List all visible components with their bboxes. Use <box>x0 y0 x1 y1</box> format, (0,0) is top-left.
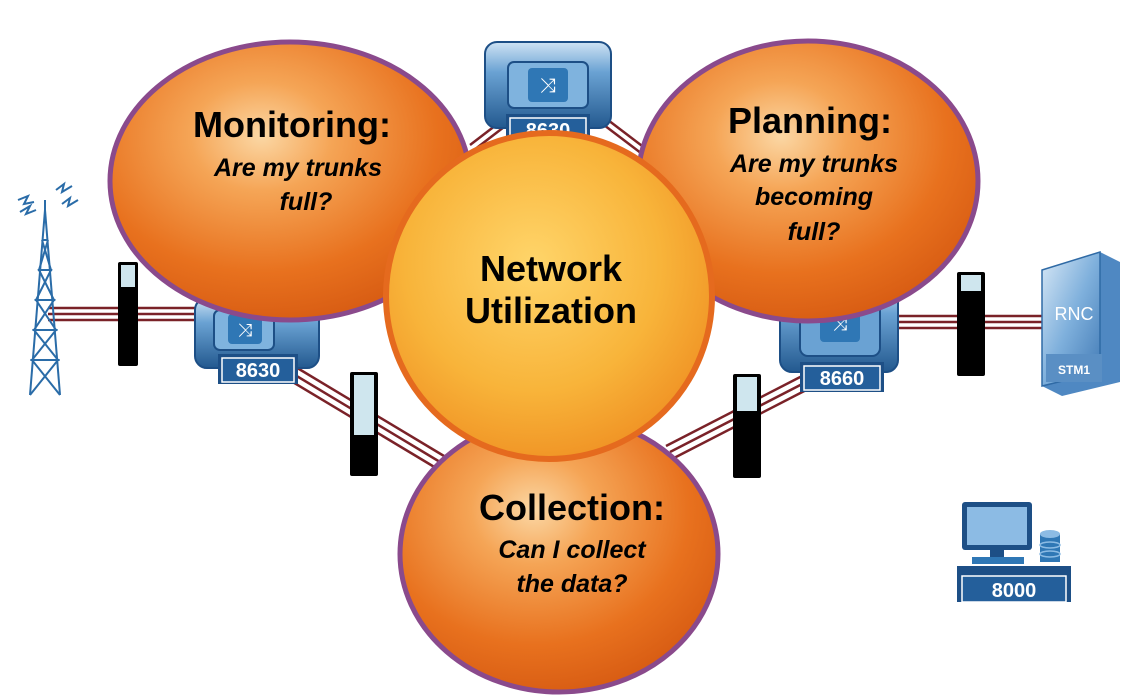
switch-8660-right-label: 8660 <box>820 368 865 390</box>
workstation-device[interactable]: 8000 <box>957 502 1071 603</box>
planning-title: Planning: <box>728 100 892 141</box>
transceiver-left-lower <box>350 372 378 476</box>
network-utilization-center: Network Utilization <box>383 130 715 462</box>
rnc-sublabel: STM1 <box>1058 363 1090 377</box>
planning-line-1: Are my trunks <box>729 150 898 178</box>
monitoring-line-1: Are my trunks <box>213 154 382 182</box>
database-icon <box>1039 530 1061 562</box>
monitoring-line-2: full? <box>280 188 333 216</box>
planning-bubble: Planning: Are my trunks becoming full? <box>635 38 981 324</box>
svg-text:⤨: ⤨ <box>238 320 252 341</box>
svg-text:⤨: ⤨ <box>540 73 556 97</box>
collection-line-2: the data? <box>516 570 627 598</box>
workstation-label: 8000 <box>992 580 1037 602</box>
center-line-1: Network <box>480 248 623 289</box>
rnc-label: RNC <box>1055 304 1094 324</box>
transceiver-left <box>118 262 138 366</box>
switch-8630-top[interactable]: ⤨ 8630 <box>484 41 612 144</box>
switch-8630-left-label: 8630 <box>236 360 281 382</box>
monitoring-bubble: Monitoring: Are my trunks full? <box>107 39 473 323</box>
transceiver-right <box>957 272 985 376</box>
radio-tower-icon <box>17 181 79 396</box>
collection-title: Collection: <box>479 487 665 528</box>
rnc-device[interactable]: RNC STM1 <box>1041 250 1120 396</box>
monitoring-title: Monitoring: <box>193 104 391 145</box>
center-line-2: Utilization <box>465 290 637 331</box>
collection-bubble: Collection: Can I collect the data? <box>397 413 721 695</box>
collection-line-1: Can I collect <box>498 536 647 564</box>
planning-line-2: becoming <box>755 183 873 211</box>
transceiver-right-lower <box>733 374 761 478</box>
planning-line-3: full? <box>788 218 841 246</box>
